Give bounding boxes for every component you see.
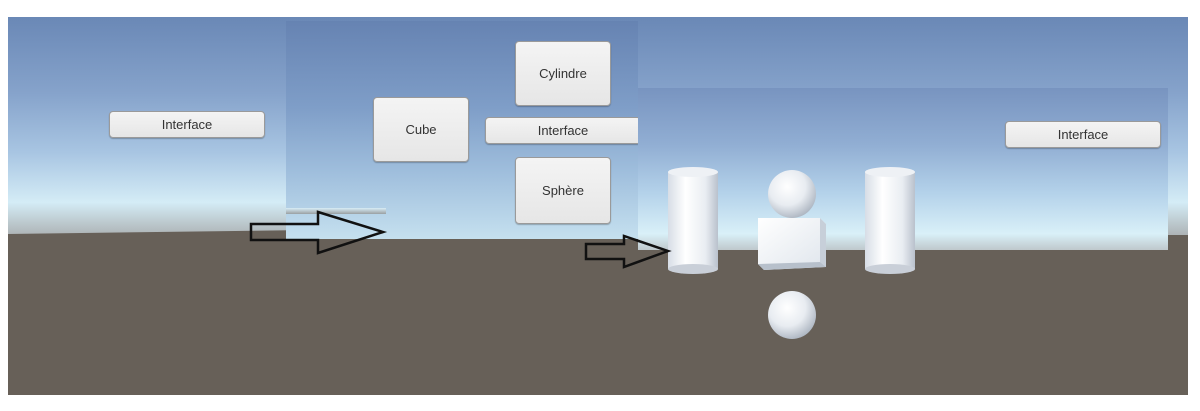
right-arrow-icon <box>584 234 672 269</box>
interface-button[interactable]: Interface <box>485 117 638 144</box>
cube-button[interactable]: Cube <box>373 97 469 162</box>
scene-panel-menu: Cube Cylindre Interface Sphère <box>286 21 638 239</box>
interface-button[interactable]: Interface <box>1005 121 1161 148</box>
scene-composite: Interface Cube Cylindre Interface Sphère… <box>8 17 1188 395</box>
sky-gradient <box>638 88 1168 250</box>
cylinder-button[interactable]: Cylindre <box>515 41 611 106</box>
horizon-strip <box>286 208 386 214</box>
interface-button[interactable]: Interface <box>109 111 265 138</box>
sphere-button[interactable]: Sphère <box>515 157 611 224</box>
scene-panel-objects: Interface <box>638 88 1168 250</box>
right-arrow-icon <box>249 210 388 255</box>
